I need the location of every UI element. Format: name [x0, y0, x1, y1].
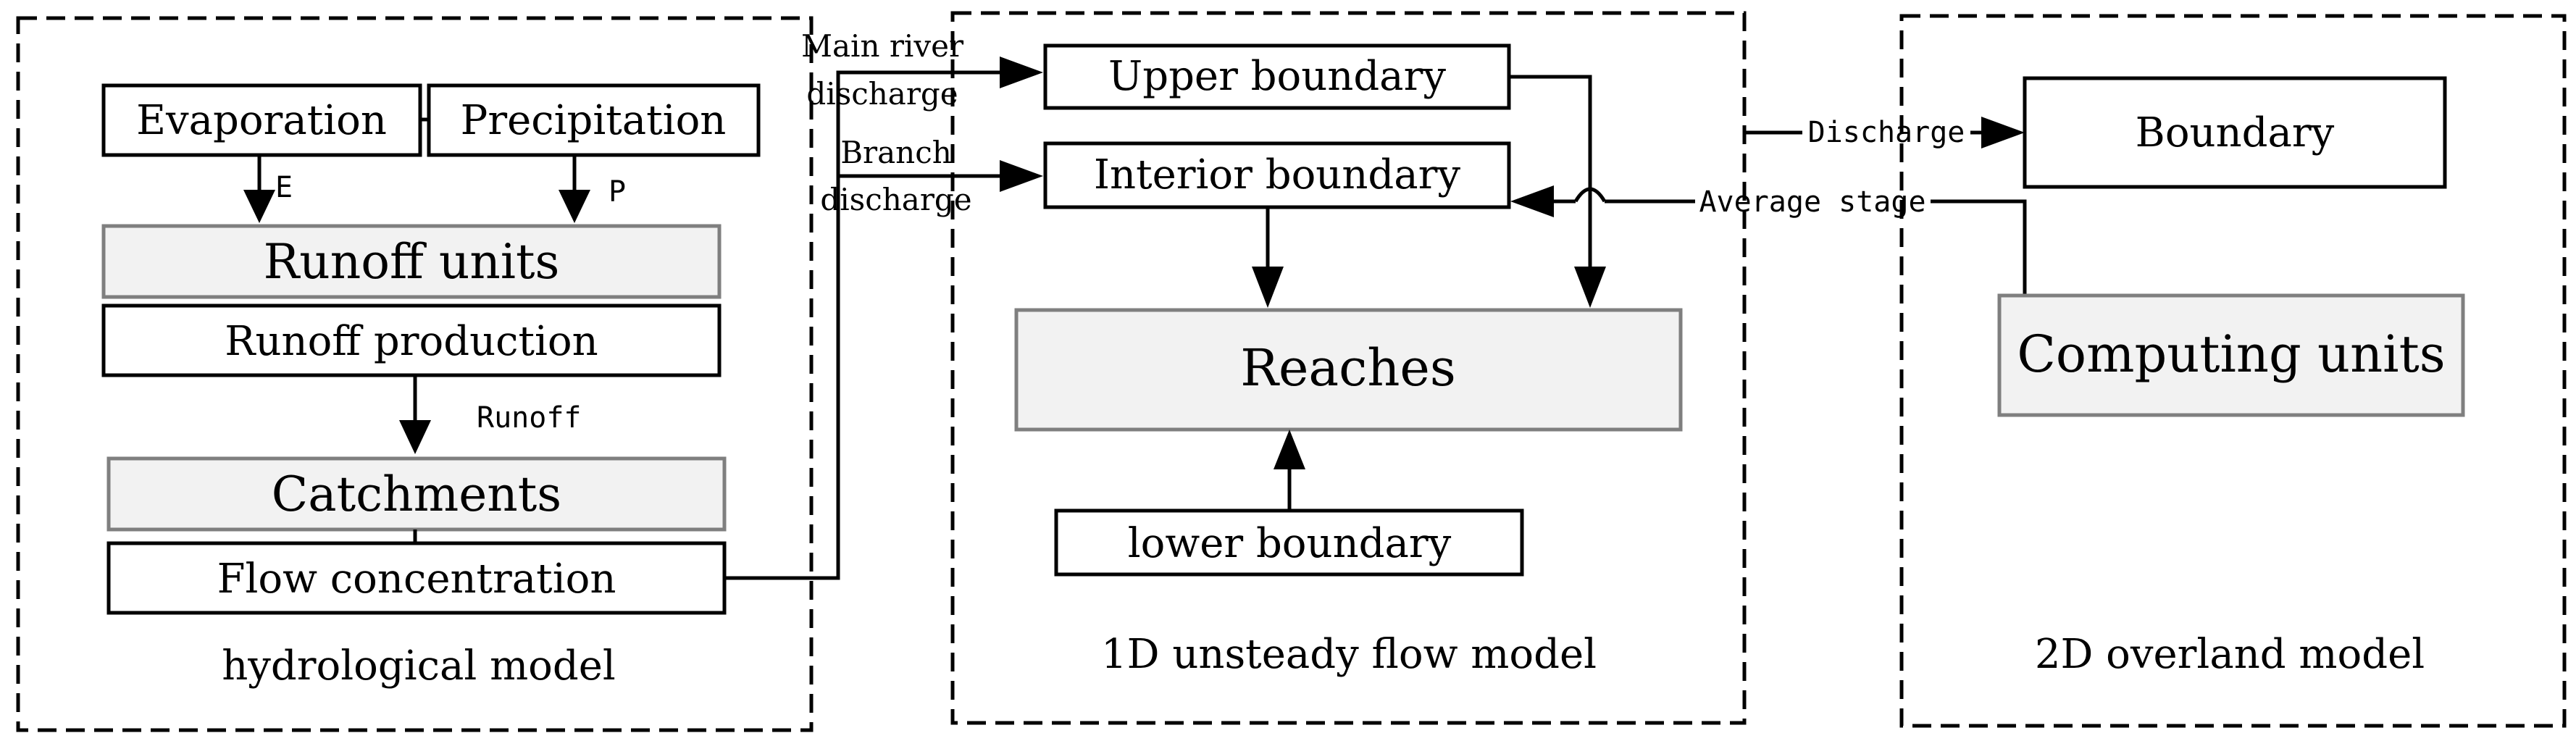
branch-label-line2: discharge [820, 182, 971, 217]
main-river-arrow-head [1000, 56, 1043, 88]
precipitation-box [427, 83, 761, 157]
branch-label-line1: Branch [840, 135, 952, 170]
flow-concentration-label: Flow concentration [217, 556, 616, 603]
e-arrow-label: E [275, 171, 293, 204]
computing-units-box [1997, 293, 2465, 417]
runoff-arrow-label: Runoff [477, 401, 582, 435]
main-river-label-line1: Main river [801, 28, 964, 64]
average-stage-arrow-head [1510, 185, 1554, 217]
catchments-box [106, 456, 727, 532]
upper-boundary-label: Upper boundary [1108, 53, 1446, 100]
flow-concentration-box [106, 541, 727, 615]
catchments-label: Catchments [272, 466, 561, 522]
runoff-units-box [101, 224, 722, 299]
evaporation-label: Evaporation [136, 97, 387, 144]
overland-model-panel [1899, 14, 2567, 728]
average-stage-label: Average stage [1699, 185, 1925, 219]
interior-boundary-label: Interior boundary [1094, 151, 1460, 198]
computing-units-label: Computing units [2017, 325, 2445, 384]
discharge-label: Discharge [1808, 116, 1965, 149]
interior-to-reaches-arrow-head [1252, 267, 1284, 308]
branch-arrow-head [1000, 160, 1043, 192]
hydrological-model-caption: hydrological model [222, 642, 616, 690]
discharge-connector [724, 70, 1000, 580]
lower-boundary-box [1054, 508, 1524, 577]
evaporation-box [101, 83, 422, 157]
unsteady-flow-model-caption: 1D unsteady flow model [1101, 631, 1597, 678]
lower-to-reaches-arrow-head [1274, 430, 1305, 469]
interior-boundary-box [1043, 141, 1511, 209]
boundary-label: Boundary [2136, 109, 2335, 156]
overland-model-caption: 2D overland model [2035, 631, 2425, 678]
upper-boundary-box [1043, 43, 1511, 110]
p-arrow-head [559, 190, 590, 223]
precipitation-label: Precipitation [461, 97, 727, 144]
lower-boundary-label: lower boundary [1128, 520, 1452, 567]
runoff-production-box [101, 303, 722, 377]
upper-to-reaches-connector [1509, 75, 1592, 267]
reaches-label: Reaches [1240, 338, 1456, 398]
line-hop [1573, 187, 1607, 203]
runoff-arrow-head [399, 420, 431, 454]
runoff-units-label: Runoff units [264, 234, 560, 290]
e-arrow-head [243, 190, 275, 223]
main-river-label-line2: discharge [806, 76, 958, 112]
unsteady-flow-model-panel [950, 11, 1747, 725]
hydrological-model-panel [16, 16, 814, 732]
p-arrow-label: P [609, 175, 626, 209]
average-stage-connector-right [1931, 199, 2027, 296]
boundary-box [2023, 76, 2447, 189]
runoff-production-label: Runoff production [225, 318, 598, 365]
reaches-box [1014, 308, 1683, 432]
discharge-arrow-head [1981, 117, 2025, 148]
upper-to-reaches-arrow-head [1574, 267, 1606, 308]
